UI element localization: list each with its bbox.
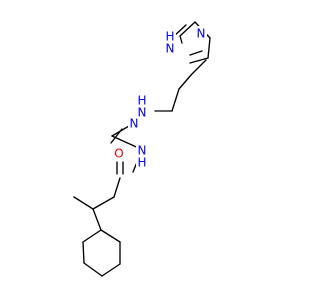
imidazole-ring-bond <box>179 35 183 44</box>
imidazole-ring-bond <box>207 37 211 59</box>
imidazole-ring-bond <box>179 21 196 37</box>
propyl-chain-bond <box>178 74 192 90</box>
imine-double-bond <box>110 128 123 144</box>
molecule-structure-diagram: N H N H N N N H O <box>73 21 211 277</box>
atom-label-background <box>136 156 148 170</box>
atom-label-background <box>164 42 176 56</box>
atom-label-background <box>136 94 148 107</box>
cyclohexyl-link-bond <box>92 208 102 231</box>
hydrazine-nitrogen-label: N <box>138 106 147 120</box>
atom-label-background <box>136 106 148 120</box>
propyl-chain-bond <box>171 88 180 112</box>
imidazole-hydrogen-label: H <box>165 30 174 44</box>
propyl-chain-bond <box>190 59 207 76</box>
cyclohexane-ring-bond <box>101 263 121 277</box>
atom-label-background <box>164 31 176 43</box>
imidazole-double-bond <box>189 50 203 56</box>
atom-label-background <box>136 144 148 158</box>
cyclohexane-ring-bond <box>82 229 102 243</box>
alkyl-chain-bond <box>113 177 121 198</box>
amide-oxygen-label: O <box>114 147 123 161</box>
branch-bond <box>92 196 115 210</box>
cyclohexane-ring-bond <box>100 229 121 243</box>
hydrazone-nitrogen-label: N <box>130 117 139 131</box>
methyl-bond <box>73 196 94 210</box>
atom-label-background <box>128 117 140 131</box>
atom-label-background <box>113 147 126 161</box>
imidazole-ring-bond <box>189 57 209 64</box>
imidazole-nitrogen-label: N <box>197 27 206 41</box>
atom-label-background <box>195 26 207 40</box>
amide-hydrogen-label: H <box>137 156 146 170</box>
atom-labels: N H N H N N N H O <box>113 26 207 170</box>
imidazole-nh-nitrogen-label: N <box>166 42 175 56</box>
hydrazine-hydrogen-label: H <box>137 94 146 108</box>
cyclohexane-ring-bond <box>82 241 85 264</box>
amide-nitrogen-label: N <box>138 144 147 158</box>
cyclohexane-ring-bond <box>83 262 103 277</box>
